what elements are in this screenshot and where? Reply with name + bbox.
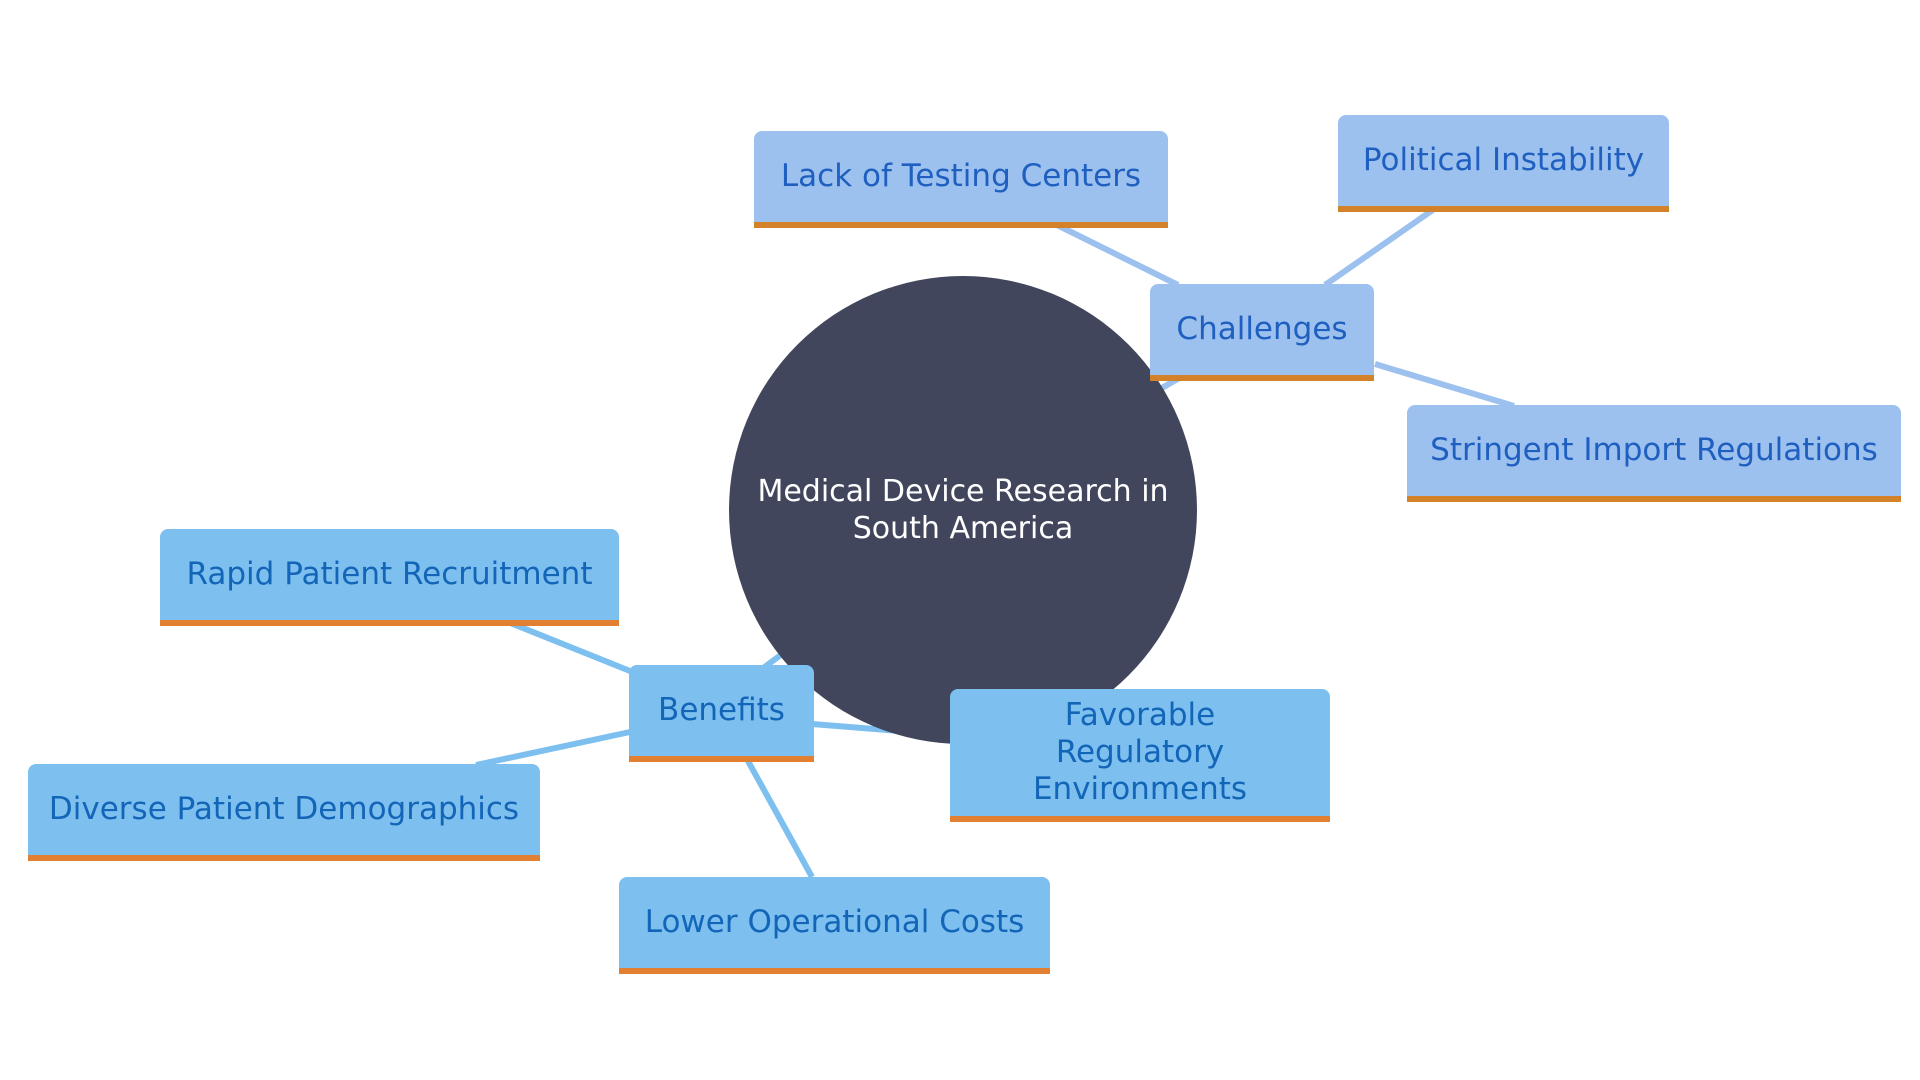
benefit-operational-costs-label: Lower Operational Costs: [644, 904, 1025, 940]
edge-challenges-testing-centers: [1053, 221, 1180, 288]
challenge-political-instability-label: Political Instability: [1362, 142, 1645, 178]
edge-benefits-costs: [745, 759, 815, 879]
challenges-node[interactable]: Challenges: [1150, 284, 1374, 381]
benefit-patient-recruitment[interactable]: Rapid Patient Recruitment: [160, 529, 619, 626]
benefit-regulatory-environments-label: Favorable Regulatory Environments: [1032, 697, 1248, 807]
benefit-patient-demographics[interactable]: Diverse Patient Demographics: [28, 764, 540, 861]
benefits-node[interactable]: Benefits: [629, 665, 814, 762]
edge-benefits-recruitment: [501, 617, 632, 674]
edge-challenges-import: [1374, 361, 1515, 409]
challenge-testing-centers[interactable]: Lack of Testing Centers: [754, 131, 1168, 228]
challenges-label: Challenges: [1176, 311, 1348, 347]
challenge-import-regulations-label: Stringent Import Regulations: [1430, 432, 1878, 468]
root-label: Medical Device Research in South America: [757, 474, 1169, 546]
challenge-political-instability[interactable]: Political Instability: [1338, 115, 1669, 212]
edge-challenges-political: [1323, 204, 1439, 288]
benefits-label: Benefits: [658, 692, 785, 728]
challenge-testing-centers-label: Lack of Testing Centers: [780, 158, 1142, 194]
benefit-regulatory-environments[interactable]: Favorable Regulatory Environments: [950, 689, 1330, 822]
benefit-patient-demographics-label: Diverse Patient Demographics: [48, 791, 520, 827]
challenge-import-regulations[interactable]: Stringent Import Regulations: [1407, 405, 1901, 502]
benefit-patient-recruitment-label: Rapid Patient Recruitment: [186, 556, 593, 592]
edge-benefits-demographics: [475, 729, 631, 768]
benefit-operational-costs[interactable]: Lower Operational Costs: [619, 877, 1050, 974]
